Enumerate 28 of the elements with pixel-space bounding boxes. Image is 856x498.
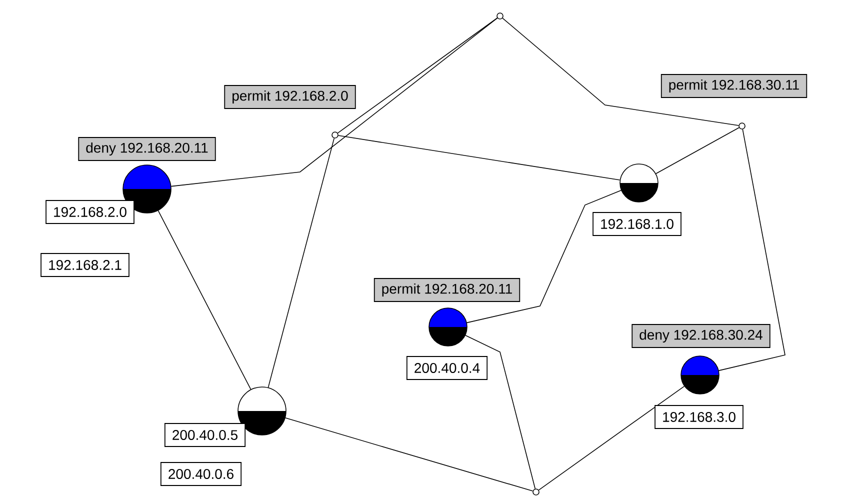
connector-line (338, 135, 620, 180)
connector-line (538, 386, 685, 490)
address-box: 200.40.0.6 (160, 462, 242, 486)
router-sphere (620, 164, 658, 202)
connector-line (656, 127, 740, 174)
address-box: 192.168.2.0 (46, 200, 134, 224)
router-sphere (238, 386, 286, 436)
connector-line (158, 210, 252, 390)
rule-label-box: deny 192.168.30.24 (632, 324, 770, 348)
rule-label-box: permit 192.168.20.11 (374, 278, 520, 302)
connector-line (502, 18, 740, 126)
router-sphere (428, 308, 468, 346)
address-box: 192.168.3.0 (654, 405, 744, 429)
rule-label-box: permit 192.168.2.0 (224, 85, 356, 109)
connector-line (465, 335, 536, 490)
connector-line (718, 128, 786, 371)
router-sphere (680, 356, 720, 394)
connector-line (337, 18, 498, 134)
rule-label-box: permit 192.168.30.11 (660, 74, 808, 98)
connector-line (268, 138, 335, 388)
connector-line (285, 418, 534, 492)
connector-line (466, 190, 622, 324)
connector-line (170, 18, 498, 187)
address-box: 192.168.2.1 (40, 253, 130, 277)
address-box: 200.40.0.4 (406, 356, 488, 380)
address-box: 200.40.0.5 (164, 423, 246, 447)
address-box: 192.168.1.0 (592, 212, 682, 236)
rule-label-box: deny 192.168.20.11 (78, 137, 216, 161)
